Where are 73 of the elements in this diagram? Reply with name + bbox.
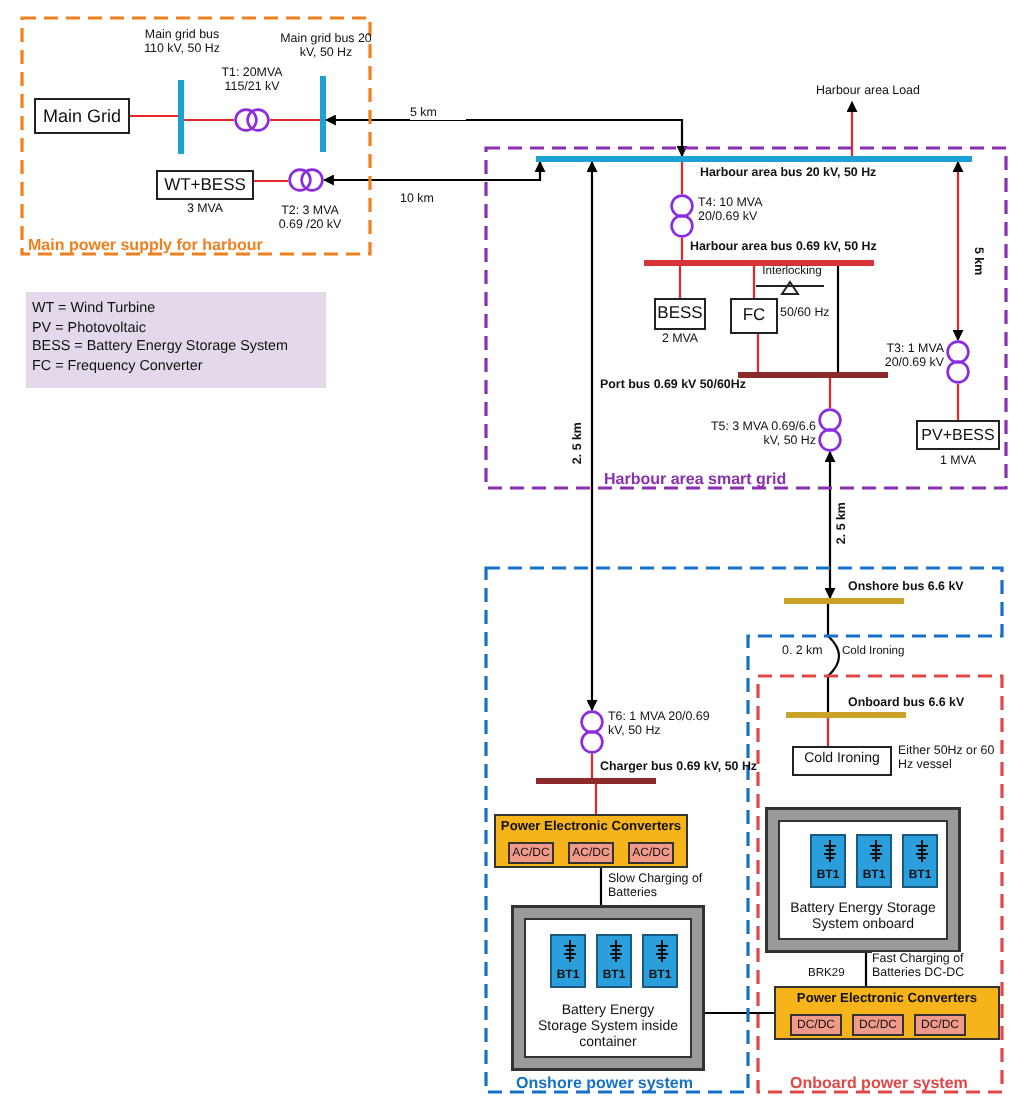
power-line [324, 114, 688, 158]
converter-module [852, 1014, 904, 1036]
power-line [184, 118, 234, 122]
power-line [824, 450, 836, 600]
group-title: Onshore power system [516, 1073, 693, 1092]
component-box [34, 98, 130, 134]
bus-bar [784, 598, 904, 604]
component-box [156, 170, 254, 200]
system-boundary [756, 674, 1004, 1094]
converter-module [568, 842, 614, 864]
transformer-symbol [234, 108, 270, 132]
bus-bar [644, 260, 874, 266]
group-title: Main power supply for harbour [28, 235, 263, 254]
power-line [680, 162, 684, 194]
converter-module [508, 842, 554, 864]
bus-bar [178, 80, 184, 154]
power-line [702, 1011, 774, 1015]
component-label: WT+BESS [164, 175, 246, 195]
power-line [952, 160, 964, 342]
component-box [792, 746, 892, 776]
battery-module [642, 934, 678, 988]
power-line [590, 754, 594, 778]
battery-module [596, 934, 632, 988]
group-title: Harbour area smart grid [604, 469, 787, 488]
component-label: PV+BESS [921, 425, 995, 445]
transformer-symbol [946, 340, 970, 384]
group-title: Onboard power system [790, 1073, 968, 1092]
power-line [130, 114, 178, 118]
power-line [254, 179, 288, 183]
battery-module [810, 834, 846, 888]
converter-module [914, 1014, 966, 1036]
bus-bar [738, 372, 888, 378]
power-line [270, 118, 320, 122]
power-line [678, 266, 682, 298]
converter-panel [774, 986, 1000, 1040]
system-boundary [484, 146, 1008, 490]
power-line [680, 238, 684, 260]
power-line [756, 334, 760, 372]
transformer-symbol [580, 710, 604, 754]
power-line [322, 160, 546, 186]
power-line [826, 718, 830, 746]
power-line [846, 100, 858, 156]
converter-panel [494, 814, 688, 868]
bus-bar [536, 778, 656, 784]
converter-module [790, 1014, 842, 1036]
component-box [654, 298, 706, 330]
system-boundary [20, 16, 372, 256]
transformer-symbol [818, 408, 842, 452]
storage-container [768, 810, 958, 950]
converter-module [628, 842, 674, 864]
power-line [956, 384, 960, 420]
component-label: Main Grid [42, 105, 121, 127]
component-label: FC [742, 306, 766, 326]
battery-module [902, 834, 938, 888]
battery-module [550, 934, 586, 988]
power-line [599, 868, 603, 908]
transformer-symbol [670, 194, 694, 238]
power-line [594, 784, 598, 814]
battery-module [856, 834, 892, 888]
power-line [836, 266, 840, 372]
transformer-symbol [288, 168, 324, 192]
storage-container [514, 908, 702, 1068]
bus-bar [786, 712, 906, 718]
bus-bar [320, 76, 326, 152]
component-label: BESS [657, 304, 703, 324]
power-line [864, 950, 868, 986]
power-line [828, 378, 832, 408]
power-line [752, 266, 756, 298]
power-line [826, 604, 841, 712]
abbreviation-panel [26, 292, 326, 388]
component-box [730, 298, 778, 334]
power-line [586, 160, 598, 712]
bus-bar [536, 156, 972, 162]
